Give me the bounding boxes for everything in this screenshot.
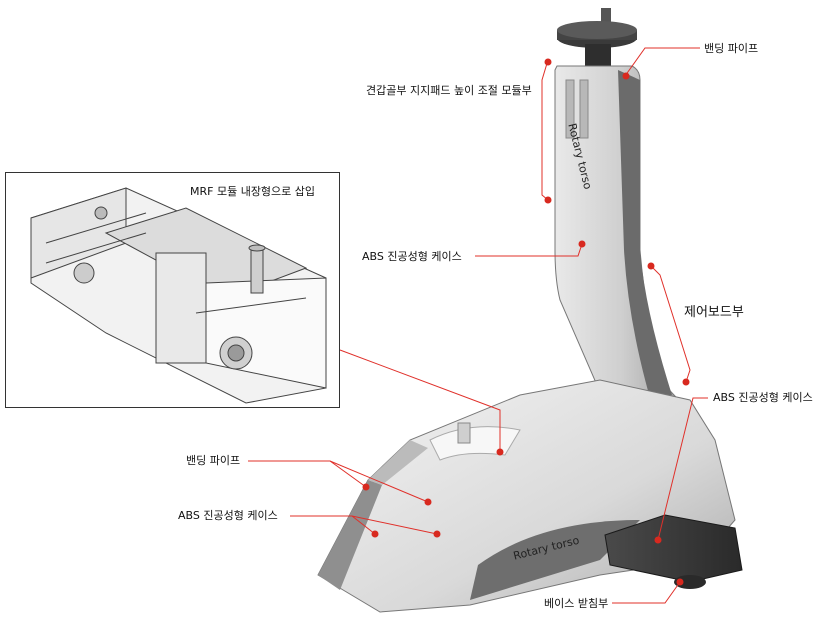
dot-control-top: [647, 262, 655, 270]
label-abs-case-upper: ABS 진공성형 케이스: [362, 250, 462, 263]
dot-bending-left-1: [362, 483, 370, 491]
leader-abs-right: [657, 397, 708, 541]
label-abs-case-left: ABS 진공성형 케이스: [178, 509, 278, 522]
dot-abs-right: [654, 536, 662, 544]
label-base-support: 베이스 받침부: [544, 597, 609, 610]
dot-abs-left-2: [433, 530, 441, 538]
dot-shoulder-top: [544, 58, 552, 66]
dot-bending-pipe-top: [622, 72, 630, 80]
inset-title: MRF 모듈 내장형으로 삽입: [190, 185, 316, 198]
base-support: [604, 514, 743, 589]
leader-base-support: [612, 581, 681, 604]
mrf-module-drawing: [30, 187, 327, 404]
dot-control-bottom: [682, 378, 690, 386]
leader-inset: [339, 349, 501, 452]
dot-abs-upper: [578, 240, 586, 248]
leader-control-board: [650, 265, 691, 383]
dot-bending-left-2: [424, 498, 432, 506]
leader-shoulder-pad: [541, 59, 549, 201]
label-bending-pipe-left: 밴딩 파이프: [186, 454, 241, 467]
dot-inset-target: [496, 448, 504, 456]
leader-bending-pipe-left-2: [329, 460, 429, 503]
leader-lines: [248, 47, 708, 604]
leader-bending-pipe-left: [248, 460, 367, 488]
label-bending-pipe-top: 밴딩 파이프: [704, 42, 759, 55]
leader-abs-upper: [475, 243, 583, 257]
leader-abs-left-2: [351, 515, 438, 535]
label-shoulder-pad: 견갑골부 지지패드 높이 조절 모듈부: [366, 84, 532, 97]
leader-bending-pipe-top: [624, 47, 700, 77]
callout-dots: [362, 58, 690, 586]
inset-mrf-module: [5, 172, 340, 408]
top-knob: [557, 8, 637, 66]
label-abs-case-right: ABS 진공성형 케이스: [713, 391, 813, 404]
dot-abs-left-1: [371, 530, 379, 538]
dot-shoulder-bottom: [544, 196, 552, 204]
label-control-board: 제어보드부: [684, 305, 744, 320]
dot-base-support: [676, 578, 684, 586]
torso-column: [554, 65, 690, 416]
